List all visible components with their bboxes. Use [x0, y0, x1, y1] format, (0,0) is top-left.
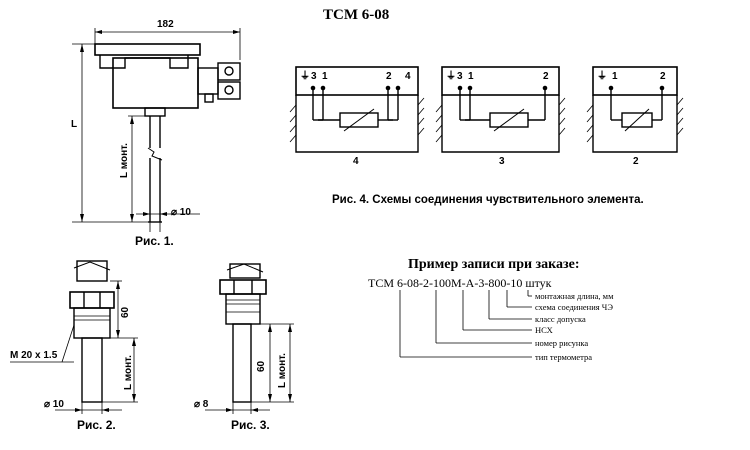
fig2-diameter-label: ⌀ 10: [44, 399, 64, 410]
fig3-caption: Рис. 3.: [231, 418, 270, 432]
order-code-quantity: 10 штук: [510, 276, 552, 290]
fig2-drawing: [10, 260, 138, 414]
scheme3-terminal: 2: [543, 71, 549, 82]
order-desc-nsx: НСХ: [535, 325, 553, 335]
order-code-figure: 2: [423, 276, 429, 290]
order-code-sep: -: [474, 276, 479, 290]
order-example-leaders: [399, 290, 532, 358]
scheme3-terminal: 3: [457, 71, 463, 82]
scheme4-terminal: 3: [311, 71, 317, 82]
fig2-height-dimension: 60: [120, 306, 131, 318]
scheme4-label: 4: [353, 156, 359, 167]
fig1-width-dimension: 182: [157, 19, 174, 30]
fig2-thread-label: M 20 x 1.5: [10, 350, 58, 361]
order-code-nsx: 100М: [433, 276, 462, 290]
order-desc-mount-length: монтажная длина, мм: [535, 291, 614, 301]
terminal-dots: [310, 85, 665, 91]
page-title: ТСМ 6-08: [323, 7, 390, 23]
order-code-class: А: [465, 276, 475, 290]
ground-icon: ⏚: [597, 71, 607, 82]
order-code-sep: -: [484, 276, 489, 290]
scheme4-terminal: 1: [322, 71, 328, 82]
scheme2-label: 2: [633, 156, 639, 167]
order-code-sep: -: [461, 276, 466, 290]
fig4-scheme-4: [289, 66, 425, 153]
fig1-diameter-label: ⌀ 10: [171, 207, 191, 218]
fig3-diameter-label: ⌀ 8: [194, 399, 209, 410]
fig4-scheme-2: [586, 66, 684, 153]
scheme3-label: 3: [499, 156, 505, 167]
ground-icon: ⏚: [300, 71, 310, 82]
fig3-drawing: [205, 263, 294, 414]
order-code: ТСМ 6-08-2-100М-А-3-800-10 штук: [368, 277, 552, 289]
fig4-caption: Рис. 4. Схемы соединения чувствительного…: [332, 194, 644, 206]
fig3-height-dimension: 60: [256, 360, 267, 372]
order-code-sep: -: [506, 276, 511, 290]
order-code-sep: -: [419, 276, 423, 290]
fig1-mount-length-label: L монт.: [119, 143, 130, 178]
scheme2-terminal: 2: [660, 71, 666, 82]
order-desc-class: класс допуска: [535, 314, 586, 324]
order-desc-type: тип термометра: [535, 352, 593, 362]
fig1-caption: Рис. 1.: [135, 234, 174, 248]
fig1-drawing: [72, 28, 241, 232]
order-code-sep: -: [429, 276, 433, 290]
order-code-scheme: 3: [478, 276, 485, 290]
order-code-length: 800: [488, 276, 507, 290]
order-desc-figure: номер рисунка: [535, 338, 589, 348]
ground-icon: ⏚: [446, 71, 456, 82]
order-code-type: ТСМ 6-08: [368, 276, 419, 290]
fig2-caption: Рис. 2.: [77, 418, 116, 432]
order-desc-scheme: схема соединения ЧЭ: [535, 302, 613, 312]
fig3-mount-length-label: L монт.: [277, 353, 288, 388]
fig2-mount-length-label: L монт.: [123, 355, 134, 390]
scheme4-terminal: 2: [386, 71, 392, 82]
scheme2-terminal: 1: [612, 71, 618, 82]
fig4-scheme-3: [435, 66, 566, 153]
fig1-length-label: L: [71, 119, 78, 130]
order-example-heading: Пример записи при заказе:: [408, 257, 580, 272]
scheme4-terminal: 4: [405, 71, 411, 82]
scheme3-terminal: 1: [468, 71, 474, 82]
